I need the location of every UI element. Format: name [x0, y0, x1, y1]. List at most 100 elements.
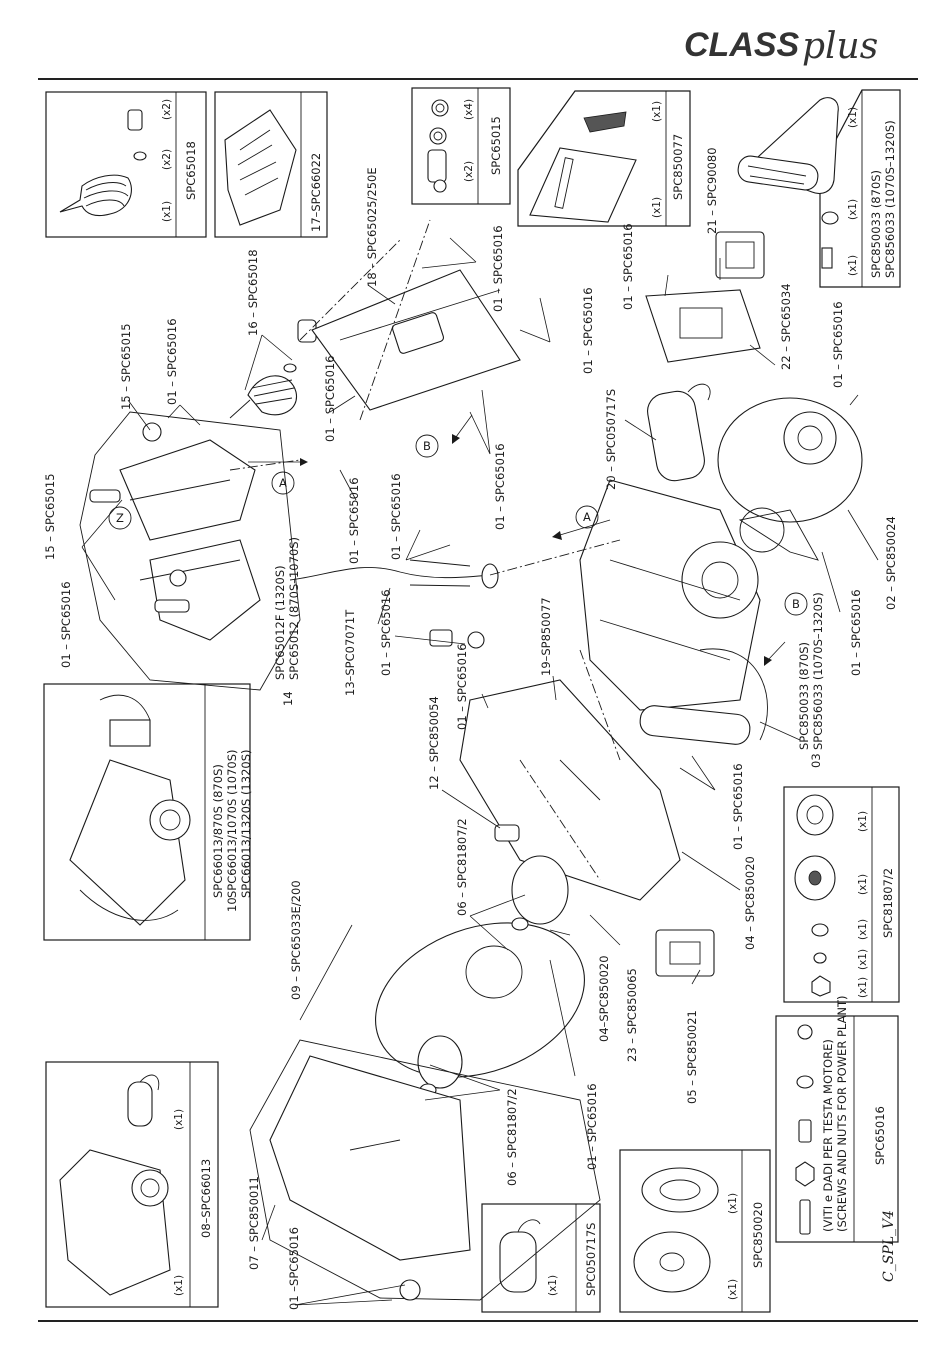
- label-c03-a: SPC850033 (870S): [797, 642, 811, 750]
- kit-spc81807-qty1: (x1): [857, 811, 869, 832]
- motor-body[interactable]: [579, 479, 761, 711]
- label-c23: 23 – SPC850065: [625, 968, 639, 1062]
- label-c19: 19–SP850077: [539, 597, 553, 676]
- kit-spc050717s[interactable]: SPC050717S (x1): [481, 1203, 601, 1313]
- kit-spc66013[interactable]: SPC66013/870S (870S) SPC66013/1070S (107…: [43, 683, 253, 941]
- kit-spc66013-motor[interactable]: 08–SPC66013 (x1) (x1): [45, 1061, 219, 1308]
- label-c01-c: 01 – SPC65016: [323, 355, 337, 442]
- motor-bracket-assembly[interactable]: [79, 411, 301, 691]
- kit-spc850020-qty1: (x1): [727, 1193, 739, 1214]
- kit-spc65018-qty2: (x2): [161, 149, 173, 170]
- kit-spc66013-line2: SPC66013/1070S (1070S): [225, 750, 239, 898]
- kit-spc850033-qty3: (x1): [847, 107, 859, 128]
- direction-arrow-4: [764, 641, 786, 666]
- kit-spc66013-line3: SPC66013/1320S (1320S): [239, 750, 253, 898]
- label-c05: 05 – SPC850021: [685, 1010, 699, 1104]
- kit-spc66013-motor-qty1: (x1): [173, 1109, 185, 1130]
- kit-spc850077[interactable]: SPC850077 (x1) (x1): [517, 90, 691, 227]
- carry-handle[interactable]: [639, 648, 768, 746]
- kit-spc66022-code: 17–SPC66022: [309, 153, 323, 232]
- callout-A-1-label: A: [279, 476, 287, 490]
- label-c06-b: 06 – SPC81807/2: [505, 1088, 519, 1186]
- label-c01-p: 01 – SPC65016: [585, 1083, 599, 1170]
- kit-spc050717s-code: SPC050717S: [584, 1223, 598, 1296]
- label-c01-q: 01 –SPC65016: [287, 1227, 301, 1310]
- header-rule: [38, 78, 918, 80]
- label-c01-m: 01 – SPC65016: [849, 589, 863, 676]
- label-c01-n: 01 – SPC65016: [731, 763, 745, 850]
- kit-spc81807[interactable]: SPC81807/2 (x1) (x1) (x1) (x1) (x1): [783, 786, 900, 1003]
- kit-spc65018[interactable]: SPC65018 (x1) (x2) (x2): [45, 91, 207, 238]
- terminal-block[interactable]: [655, 929, 715, 977]
- kit-spc65015-qty2: (x4): [463, 99, 475, 120]
- switch-box[interactable]: [645, 289, 761, 363]
- kit-spc65018-qty1: (x1): [161, 201, 173, 222]
- torsion-spring[interactable]: [229, 319, 317, 419]
- kit-spc65016-code: SPC65016: [873, 1106, 887, 1165]
- direction-arrow-3: [452, 414, 473, 444]
- callout-A-1: A: [271, 471, 295, 495]
- kit-spc66013-line1: SPC66013/870S (870S): [211, 764, 225, 898]
- kit-spc66013-motor-code: 08–SPC66013: [199, 1159, 213, 1238]
- label-c14-b: SPC65012 (870S–1070S): [287, 537, 301, 680]
- label-c01-b: 01 – SPC65016: [165, 318, 179, 405]
- callout-A-2: A: [575, 505, 599, 529]
- kit-spc65016[interactable]: (VITI e DADI PER TESTA MOTORE) (SCREWS A…: [775, 995, 899, 1243]
- kit-spc81807-qty3: (x1): [857, 919, 869, 940]
- fan-cover[interactable]: [717, 397, 863, 561]
- label-c01-k: 01 – SPC65016: [621, 223, 635, 310]
- kit-spc65015-code: SPC65015: [489, 116, 503, 175]
- brand-logo-text: CLASS: [684, 26, 800, 64]
- label-c07: 07 – SPC850011: [247, 1176, 261, 1270]
- power-cable[interactable]: [289, 559, 499, 649]
- motor-support-plate[interactable]: [311, 269, 521, 411]
- callout-B-2-label: B: [792, 597, 800, 611]
- kit-spc850077-qty1: (x1): [651, 197, 663, 218]
- label-c14-a: SPC65012F (1320S): [273, 565, 287, 680]
- blade-guard[interactable]: [459, 679, 681, 901]
- kit-spc65018-qty3: (x2): [161, 99, 173, 120]
- label-c04: 04 – SPC850020: [743, 856, 757, 950]
- callout-Z: Z: [108, 506, 132, 530]
- label-c01-l: 01 – SPC65016: [831, 301, 845, 388]
- label-c06-a: 06 – SPC81807/2: [455, 818, 469, 916]
- callout-B-1: B: [415, 434, 439, 458]
- kit-spc65018-code: SPC65018: [184, 141, 198, 200]
- blade-wheel[interactable]: [354, 855, 606, 1117]
- label-c01-f: 01 – SPC65016: [389, 473, 403, 560]
- direction-arrow-2: [552, 519, 611, 540]
- kit-spc850033[interactable]: SPC850033 (870S) SPC856033 (1070S–1320S)…: [737, 89, 901, 288]
- label-c04-b: 04–SPC850020: [597, 955, 611, 1042]
- brand-logo-script: plus: [802, 26, 878, 67]
- kit-spc050717s-qty: (x1): [547, 1275, 559, 1296]
- label-c01-g: 01 – SPC65016: [491, 225, 505, 312]
- callout-B-2: B: [784, 592, 808, 616]
- direction-arrow-1: [248, 458, 308, 466]
- kit-spc65016-line1: (VITI e DADI PER TESTA MOTORE): [821, 1039, 835, 1232]
- kit-spc81807-qty4: (x1): [857, 949, 869, 970]
- label-c01-d: 01 – SPC65016: [347, 477, 361, 564]
- kit-spc850033-qty1: (x1): [847, 255, 859, 276]
- kit-spc65016-line2: (SCREWS AND NUTS FOR POWER PLANT): [835, 995, 849, 1232]
- plug-connector[interactable]: [715, 231, 765, 279]
- kit-spc850020[interactable]: SPC850020 (x1) (x1): [619, 1149, 771, 1313]
- label-c16: 16 – SPC65018: [246, 249, 260, 336]
- kit-spc850033-code-a: SPC850033 (870S): [869, 170, 883, 278]
- label-c14-n: 14: [281, 691, 295, 706]
- kit-spc81807-code: SPC81807/2: [881, 868, 895, 938]
- label-c01-a: 01 – SPC65016: [59, 581, 73, 668]
- footer-rule: [38, 1320, 918, 1322]
- label-c01-h: 01 – SPC65016: [493, 443, 507, 530]
- label-c20: 20 – SPC050717S: [604, 389, 618, 490]
- base-plate[interactable]: [249, 1039, 601, 1301]
- kit-spc66022[interactable]: 17–SPC66022: [214, 91, 328, 238]
- label-c15-b: 15 – SPC65015: [119, 323, 133, 410]
- capacitor[interactable]: [645, 383, 711, 483]
- kit-spc66013-motor-qty2: (x1): [173, 1275, 185, 1296]
- kit-spc65015[interactable]: SPC65015 (x2) (x4): [411, 87, 511, 205]
- kit-spc65015-qty1: (x2): [463, 161, 475, 182]
- label-c01-j: 01 – SPC65016: [455, 643, 469, 730]
- label-c13: 13–SPC07071T: [343, 609, 357, 696]
- kit-spc66013-number: 10: [225, 897, 239, 912]
